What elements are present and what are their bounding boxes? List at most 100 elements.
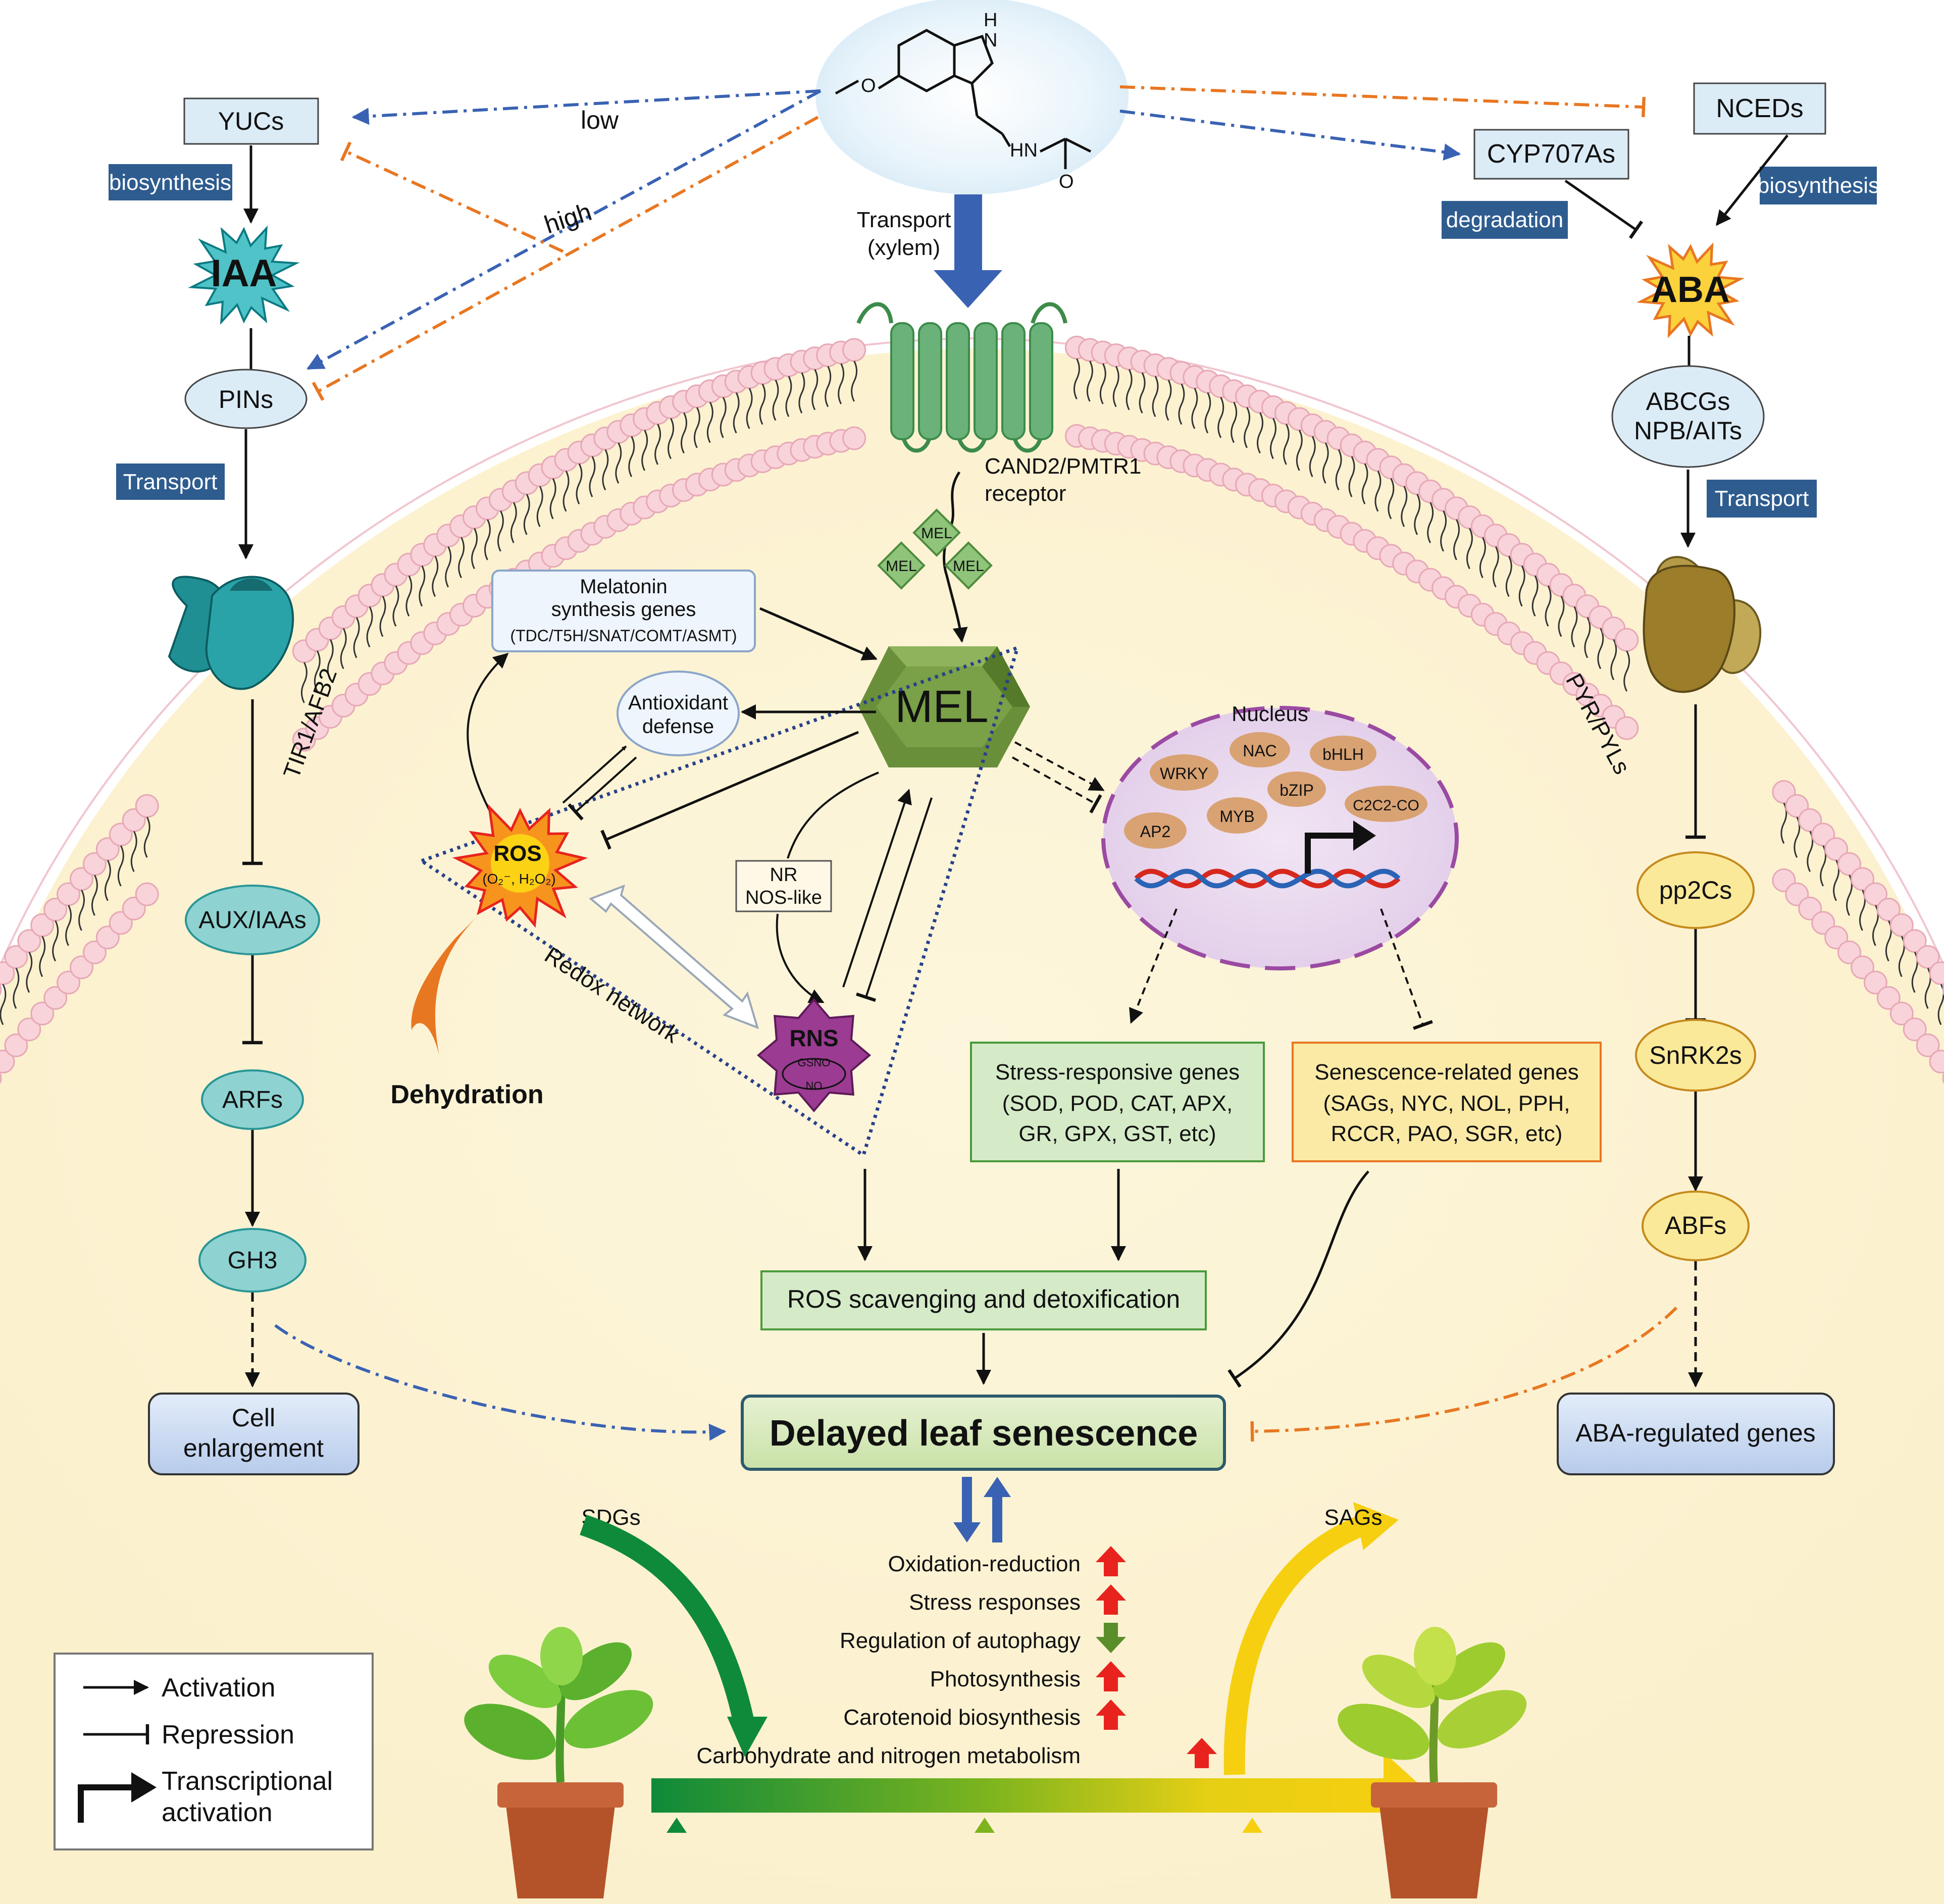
pyr-pyls-receptor: [1643, 556, 1762, 693]
receptor-to-mel-arrow: [943, 471, 968, 643]
abcgs-ellipse: [1611, 365, 1765, 468]
synthesis-genes-box: [491, 570, 756, 652]
process-label: Stress responses: [909, 1590, 1081, 1615]
tf-nac-label: NAC: [1243, 742, 1277, 760]
plasma-membrane: [0, 335, 1944, 1085]
tf-ap2: [1124, 812, 1187, 849]
young-plant: [464, 1627, 653, 1898]
svg-text:MEL: MEL: [886, 558, 917, 575]
receptor-label-line1: CAND2/PMTR1: [985, 454, 1142, 479]
atom-o2-label: O: [1059, 171, 1074, 192]
process-label: Oxidation-reduction: [888, 1552, 1081, 1576]
tf-myb: [1207, 797, 1267, 834]
trend-up-icon: [1096, 1584, 1126, 1615]
tf-bhlh-label: bHLH: [1322, 745, 1364, 763]
ros-scavenging-label: ROS scavenging and detoxification: [787, 1285, 1180, 1313]
stress-genes-line2: (SOD, POD, CAT, APX,: [1002, 1091, 1233, 1116]
nceds-box: [1693, 82, 1826, 135]
aba-biosynthesis-tag: [1760, 167, 1877, 204]
senescence-genes-line2: (SAGs, NYC, NOL, PPH,: [1323, 1091, 1570, 1116]
yucs-label: YUCs: [218, 107, 284, 135]
mel-to-nucleus-repression: [1012, 756, 1102, 814]
tf-myb-label: MYB: [1219, 807, 1254, 826]
arfs-label: ARFs: [222, 1087, 283, 1113]
ros-core: [491, 834, 549, 893]
tf-bzip: [1267, 771, 1326, 807]
low-label: low: [581, 106, 619, 134]
senescence-genes-title: Senescence-related genes: [1314, 1060, 1578, 1085]
arfs-ellipse: [201, 1069, 304, 1130]
band-marker-1: [667, 1818, 687, 1833]
nr-line1: NR: [770, 864, 798, 886]
aba-degradation-text: degradation: [1446, 208, 1563, 232]
sags-arrow-head: [1353, 1502, 1399, 1550]
svg-text:MEL: MEL: [953, 558, 984, 575]
cell-enlargement-line1: Cell: [232, 1404, 275, 1432]
aba-regulated-genes-box: [1557, 1393, 1835, 1475]
no-label: NO: [806, 1079, 823, 1092]
yucs-box: [183, 97, 319, 145]
mel-diamond-left: MEL: [877, 541, 926, 590]
cell-enlargement-box: [148, 1393, 360, 1475]
senescence-genes-to-delayed-repression: [1227, 1170, 1369, 1388]
tf-bhlh: [1310, 736, 1376, 771]
legend-transcriptional-head: [131, 1772, 157, 1803]
stress-genes-line3: GR, GPX, GST, etc): [1018, 1121, 1216, 1146]
aba-burst: [1636, 242, 1745, 338]
tf-c2c2-co-label: C2C2-CO: [1353, 797, 1419, 814]
synthesis-genes-line1: Melatonin: [580, 576, 667, 598]
legend-transcriptional-line2: activation: [162, 1798, 273, 1827]
mel-diamond-right: MEL: [944, 541, 993, 590]
gsno-cycle: [782, 1058, 846, 1090]
tf-c2c2-co: [1345, 786, 1427, 822]
aux-iaas-ellipse: [185, 885, 320, 955]
tf-bzip-label: bZIP: [1280, 781, 1314, 799]
mel-to-ros-repression: [600, 731, 859, 850]
legend-transcriptional-line1: Transcriptional: [162, 1767, 333, 1796]
abfs-label: ABFs: [1665, 1211, 1726, 1240]
cyp707as-box: [1473, 129, 1629, 180]
auxin-biosynthesis-tag: [109, 164, 232, 200]
snrk2s-ellipse: [1635, 1019, 1756, 1092]
synthesis-genes-line2: synthesis genes: [551, 598, 696, 621]
delayed-down-arrow: [953, 1477, 981, 1542]
nucleus-to-senescence-repression: [1380, 908, 1433, 1030]
tf-wrky: [1150, 754, 1218, 791]
receptor-protein: [856, 302, 1067, 453]
abfs-ellipse: [1642, 1191, 1750, 1261]
iaa-label: IAA: [211, 252, 277, 295]
nr-line2: NOS-like: [745, 887, 822, 908]
tf-wrky-label: WRKY: [1160, 764, 1208, 783]
band-marker-3: [1242, 1818, 1262, 1833]
trend-up-icon: [1096, 1700, 1126, 1730]
rns-label: RNS: [789, 1025, 838, 1051]
senescence-genes-box: [1292, 1042, 1602, 1162]
dna-helix: [1134, 868, 1401, 889]
ros-rns-double-arrow: [589, 884, 759, 1030]
ros-label: ROS: [493, 841, 541, 866]
rns-burst: [756, 998, 872, 1113]
antioxidant-ellipse: [617, 671, 740, 756]
abcgs-line2: NPB/AITs: [1634, 417, 1742, 445]
gsno-label: GSNO: [798, 1056, 831, 1069]
sdgs-arrow-head: [727, 1717, 768, 1757]
antioxidant-line2: defense: [642, 715, 714, 738]
aux-iaas-label: AUX/IAAs: [198, 907, 306, 934]
aba-regulated-genes-label: ABA-regulated genes: [1575, 1419, 1815, 1447]
trend-up-icon: [1096, 1546, 1126, 1576]
transcription-start-head: [1353, 820, 1376, 851]
pp2cs-label: pp2Cs: [1659, 876, 1732, 904]
synthesis-genes-line3: (TDC/T5H/SNAT/COMT/ASMT): [510, 627, 737, 645]
nucleus-title: Nucleus: [1232, 702, 1308, 726]
trend-down-icon: [1096, 1623, 1126, 1653]
mel-to-pins-high-repression: [312, 116, 819, 401]
mel-diamond-top: MEL: [912, 508, 961, 557]
trend-up-icon: [1096, 1661, 1126, 1691]
transport-xylem-line2: (xylem): [867, 235, 940, 260]
atom-hn-label: HN: [1010, 140, 1038, 161]
dehydration-label: Dehydration: [390, 1080, 543, 1109]
nucleus-to-stress-genes-arrow: [1129, 908, 1178, 1024]
gh3-label: GH3: [228, 1247, 278, 1274]
